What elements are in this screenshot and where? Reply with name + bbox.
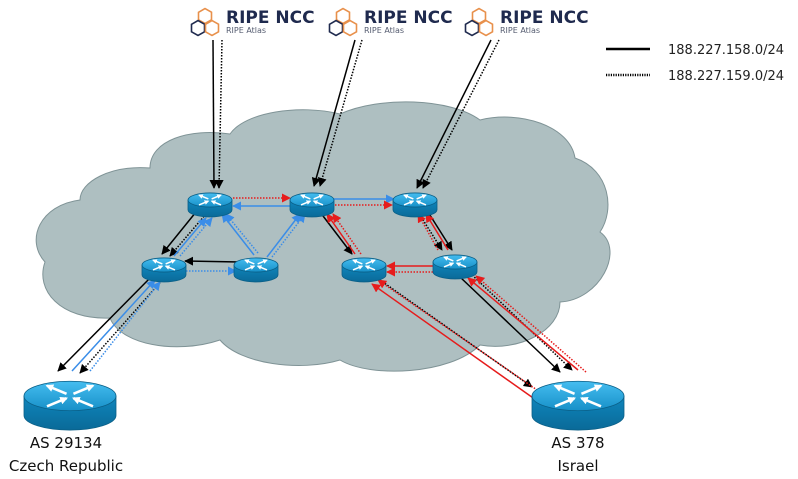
- link-r6-r2: [326, 213, 356, 255]
- link-asl-r4: [71, 279, 156, 372]
- link-r4-asl: [79, 277, 165, 374]
- link-asl-r4: [89, 281, 161, 372]
- ripe-title: RIPE NCC: [500, 8, 589, 28]
- link-r4-r1: [179, 217, 213, 257]
- legend-item-solid: 188.227.158.0/24: [606, 43, 784, 58]
- ripe-subtitle: RIPE Atlas: [226, 26, 266, 35]
- router-r6: [341, 257, 387, 283]
- router-r2: [289, 192, 335, 218]
- ripe-hexagon-icon: [328, 7, 358, 37]
- link-r4-r1: [173, 217, 207, 257]
- as-left-number: AS 29134: [30, 434, 102, 452]
- as-label-right: AS 378 Israel: [551, 434, 604, 475]
- link-r5-r2: [271, 213, 306, 258]
- link-probe2-r2: [311, 39, 356, 187]
- router-r4: [141, 257, 187, 283]
- legend: 188.227.158.0/24 188.227.159.0/24: [606, 43, 784, 84]
- internet-cloud: [35, 101, 611, 372]
- as-right-location: Israel: [558, 457, 599, 475]
- link-r6-r2: [332, 213, 362, 255]
- legend-label-solid: 188.227.158.0/24: [668, 43, 784, 58]
- link-asr-r7: [467, 277, 579, 371]
- as-left-location: Czech Republic: [9, 457, 123, 475]
- legend-label-dotted: 188.227.159.0/24: [668, 69, 784, 84]
- link-probe1-r1: [209, 39, 219, 189]
- link-asr-r7: [475, 275, 587, 373]
- router-asr: [531, 380, 625, 431]
- link-r5-r4: [184, 256, 241, 266]
- router-r5: [233, 257, 279, 283]
- as-label-left: AS 29134 Czech Republic: [9, 434, 123, 475]
- ripe-hexagon-icon: [464, 7, 494, 37]
- link-asr-r6: [371, 283, 537, 401]
- ripe-hexagon-icon: [190, 7, 220, 37]
- link-r2-r6: [319, 211, 353, 255]
- router-r1: [187, 192, 233, 218]
- link-probe3-r3: [422, 39, 500, 189]
- router-asl: [23, 380, 117, 431]
- path-links: [57, 39, 587, 401]
- as-right-number: AS 378: [551, 434, 604, 452]
- link-r6-asr: [379, 279, 533, 388]
- legend-item-dotted: 188.227.159.0/24: [606, 69, 784, 84]
- link-probe1-r1: [214, 39, 224, 189]
- link-r7-asr: [459, 276, 561, 373]
- link-r7-r3: [417, 213, 439, 251]
- link-r5-r2: [266, 213, 301, 258]
- link-probe2-r2: [317, 39, 363, 187]
- ripe-subtitle: RIPE Atlas: [364, 26, 404, 35]
- router-r7: [432, 254, 478, 280]
- link-r4-asl: [57, 275, 153, 372]
- router-r3: [392, 192, 438, 218]
- link-r7-r3: [425, 213, 449, 251]
- routers: [23, 192, 625, 431]
- link-r1-r4: [161, 211, 197, 255]
- ripe-title: RIPE NCC: [364, 8, 453, 28]
- link-probe3-r3: [416, 39, 492, 189]
- ripe-title: RIPE NCC: [226, 8, 315, 28]
- link-r5-r1: [225, 213, 259, 254]
- ripe-subtitle: RIPE Atlas: [500, 26, 540, 35]
